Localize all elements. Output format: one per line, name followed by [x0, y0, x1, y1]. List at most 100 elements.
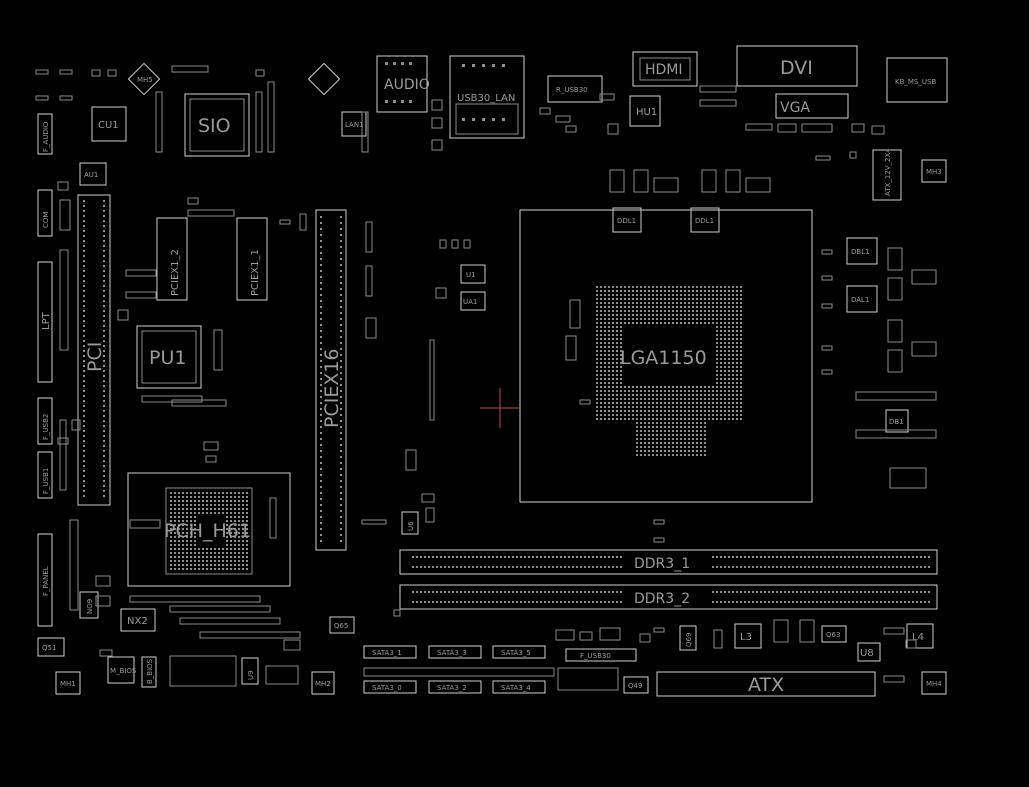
lan-label: LAN1	[345, 121, 364, 129]
u1-label: U1	[466, 271, 476, 279]
q63-fet: Q63	[821, 625, 847, 643]
q65-label: Q65	[334, 622, 348, 630]
pu1-chip: PU1	[136, 325, 202, 389]
q49-label: Q49	[628, 682, 642, 690]
u9-label: U9	[247, 670, 255, 680]
atx-connector: ATX	[656, 671, 876, 697]
l3-label: L3	[740, 632, 752, 643]
mounting-holes: MH1 MH2 MH3 MH4 MH5	[55, 62, 947, 695]
pciex1-2-slot: PCIEX1_2	[156, 217, 188, 301]
pch-label: PCH_H61	[164, 520, 251, 542]
mh4-label: MH4	[926, 680, 942, 688]
kb-ms-usb-label: KB_MS_USB	[895, 78, 936, 86]
r-usb-header: R_USB30	[547, 75, 603, 103]
q63-label: Q63	[826, 631, 840, 639]
ddl1-b: DDL1	[690, 207, 720, 233]
q49-fet: Q49	[623, 676, 649, 694]
u6-chip: U6	[401, 511, 419, 535]
mh2-label: MH2	[315, 680, 331, 688]
hdmi-label: HDMI	[645, 62, 683, 78]
mh3-label: MH3	[926, 168, 942, 176]
l3-inductor: L3	[734, 623, 762, 649]
ddl1-a-label: DDL1	[617, 217, 636, 225]
sata3-2-label: SATA3_2	[437, 684, 467, 692]
l4-inductor: L4	[906, 623, 934, 649]
usb-lan-connector: USB30_LAN	[449, 55, 525, 139]
ddl1-b-label: DDL1	[695, 217, 714, 225]
pciex1-1-label: PCIEX1_1	[250, 249, 261, 296]
com-header: COM	[37, 189, 53, 237]
f-usb2-label: F_USB2	[42, 414, 50, 440]
f-panel-header: F_PANEL	[37, 533, 53, 627]
m-bios-chip: M_BIOS	[107, 656, 137, 684]
com-label: COM	[42, 212, 50, 228]
sata3-1-label: SATA3_1	[372, 649, 402, 657]
dal1-label: DAL1	[851, 296, 869, 304]
q69-fet: Q69	[679, 625, 697, 651]
pch-chip: PCH_H61	[127, 472, 291, 587]
atx-label: ATX	[748, 674, 784, 696]
u8-label: U8	[860, 648, 874, 659]
lpt-label: LPT	[41, 311, 52, 330]
ddr3-1-label: DDR3_1	[634, 556, 690, 572]
pci-slot: PCI	[77, 194, 111, 506]
sio-label: SIO	[198, 115, 231, 137]
m-bios-label: M_BIOS	[110, 667, 137, 675]
hdmi-connector: HDMI	[632, 51, 698, 87]
ua1-label: UA1	[463, 298, 477, 306]
pciex16-slot: PCIEX16	[315, 209, 347, 551]
q65-fet: Q65	[329, 616, 355, 634]
f-audio-header: F_AUDIO	[37, 113, 53, 155]
cpu-socket: LGA1150	[480, 209, 813, 503]
u6-label: U6	[407, 521, 415, 531]
sata3-5-label: SATA3_5	[501, 649, 531, 657]
cu1-label: CU1	[98, 120, 119, 131]
sio-chip: SIO	[184, 93, 250, 157]
hu1-chip: HU1	[629, 95, 661, 127]
cpu-label: LGA1150	[620, 347, 707, 369]
pu1-label: PU1	[149, 347, 186, 369]
au1-label: AU1	[84, 171, 98, 179]
f-usb2-header: F_USB2	[37, 397, 53, 445]
audio-connector: AUDIO	[376, 55, 430, 113]
f-usb30-header: F_USB30	[565, 648, 637, 662]
f-usb1-label: F_USB1	[42, 468, 50, 494]
mh1-label: MH1	[60, 680, 76, 688]
dvi-label: DVI	[780, 57, 813, 79]
ddr3-1-slot: DDR3_1	[399, 549, 938, 575]
cu1-chip: CU1	[91, 106, 127, 142]
vga-label: VGA	[780, 100, 810, 116]
pciex1-1-slot: PCIEX1_1	[236, 217, 268, 301]
f-panel-label: F_PANEL	[42, 566, 50, 596]
ua1-chip: UA1	[460, 291, 486, 311]
pciex1-2-label: PCIEX1_2	[170, 249, 181, 296]
sata-row-top: SATA3_1 SATA3_3 SATA3_5	[363, 645, 546, 659]
au1-chip: AU1	[79, 162, 107, 186]
b-bios-label: B_BIOS	[146, 658, 154, 684]
sata3-3-label: SATA3_3	[437, 649, 467, 657]
kb-ms-usb-connector: KB_MS_USB	[886, 57, 948, 103]
q69-label: Q69	[685, 633, 693, 647]
r-usb-label: R_USB30	[556, 86, 588, 94]
q51-label: Q51	[42, 644, 56, 652]
db1-chip: DB1	[885, 409, 909, 433]
dvi-connector: DVI	[736, 45, 858, 87]
b-bios-chip: B_BIOS	[141, 656, 157, 688]
ddr3-2-label: DDR3_2	[634, 591, 690, 607]
n09-label: NO9	[86, 599, 94, 614]
atx12v-label: ATX_12V_2X4	[884, 148, 892, 196]
db1-label: DB1	[889, 418, 904, 426]
pciex16-label: PCIEX16	[321, 348, 343, 428]
dbl1-label: DBL1	[851, 248, 870, 256]
ddr3-2-slot: DDR3_2	[399, 584, 938, 610]
sata3-0-label: SATA3_0	[372, 684, 402, 692]
atx12v-connector: ATX_12V_2X4	[872, 148, 902, 201]
nx2-chip: NX2	[120, 608, 156, 632]
n09-part: NO9	[79, 591, 99, 619]
usb-lan-label: USB30_LAN	[457, 93, 515, 104]
f-usb1-header: F_USB1	[37, 451, 53, 499]
vga-connector: VGA	[775, 93, 849, 119]
u9-chip: U9	[241, 657, 259, 685]
f-audio-label: F_AUDIO	[42, 121, 50, 152]
